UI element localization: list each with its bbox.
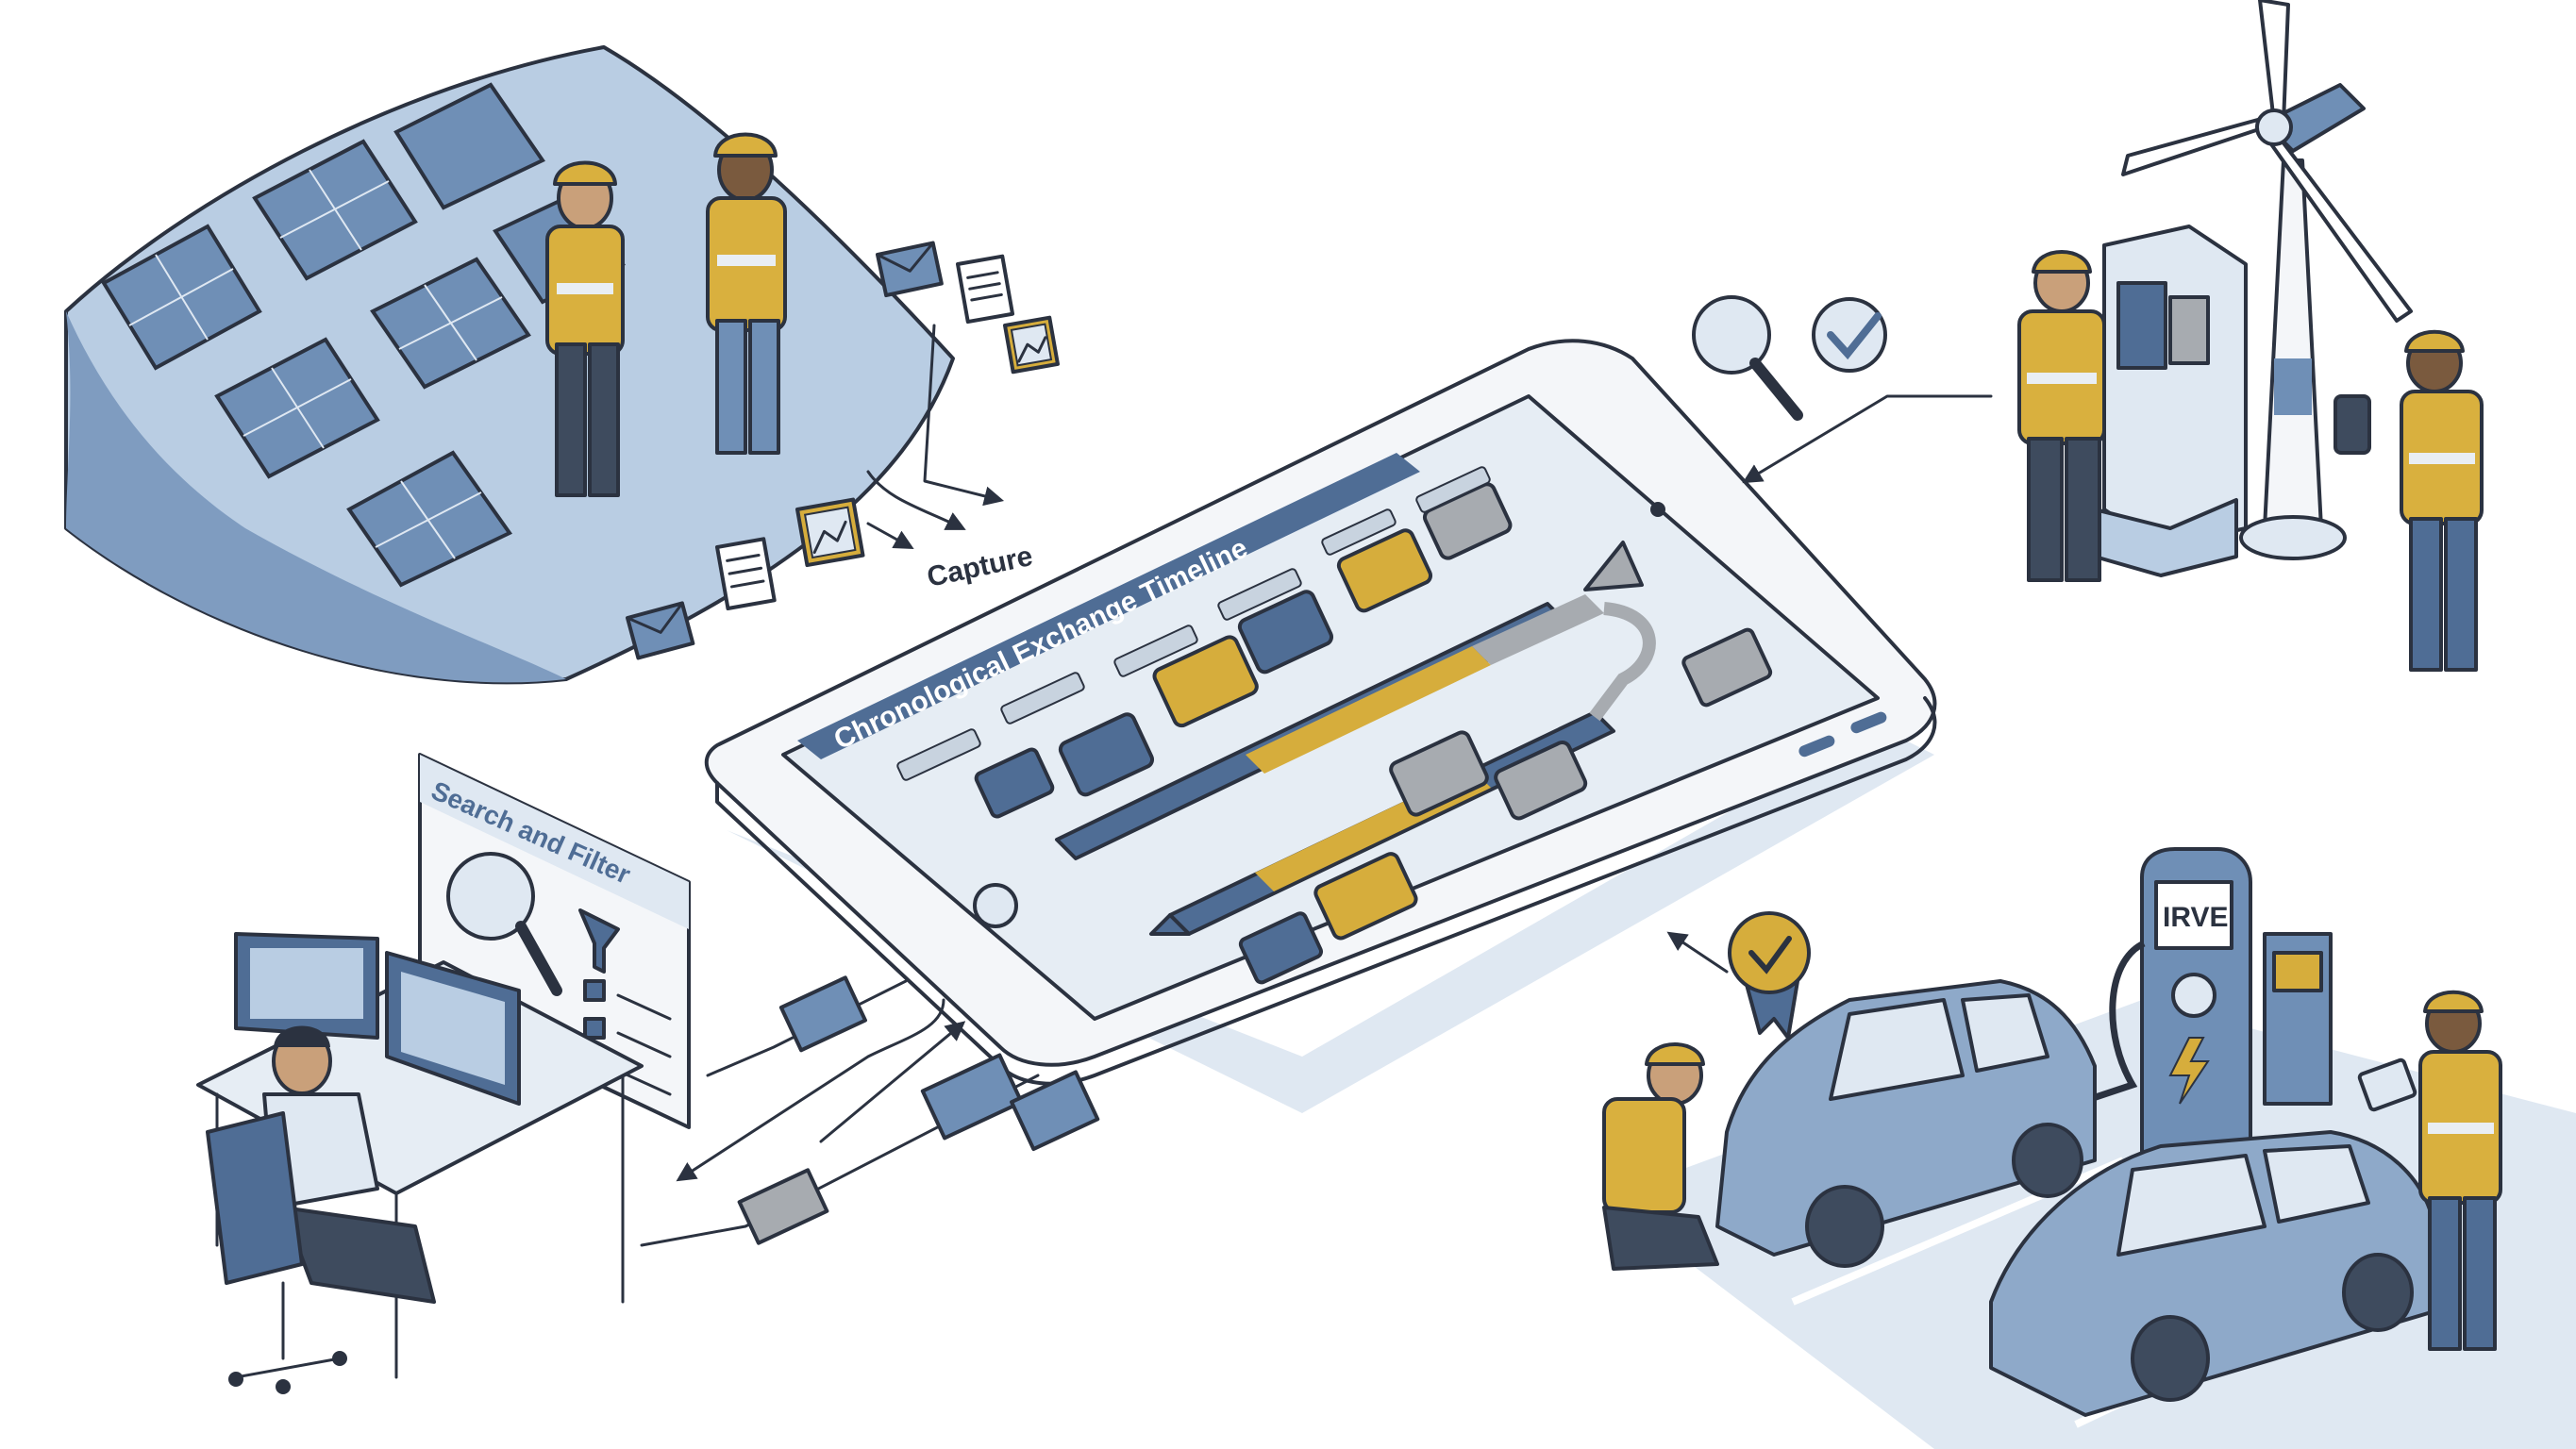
capture-arrows — [866, 324, 1005, 550]
timeline-title-bar — [797, 453, 1420, 759]
funnel-icon — [578, 908, 620, 974]
charging-station-irve: IRVE — [2074, 847, 2252, 1162]
search-flow — [640, 975, 1100, 1247]
tablet-side-button-2[interactable] — [1849, 710, 1889, 735]
certification-arrow — [1666, 931, 1729, 974]
timeline-pills — [896, 466, 1491, 781]
charging-cabinet — [2093, 225, 2248, 577]
document-card[interactable] — [1010, 1070, 1100, 1152]
lightning-icon — [2168, 1037, 2210, 1105]
capture-icons — [626, 241, 1060, 660]
inspection-arrow — [1742, 394, 1993, 484]
tablet-side-button[interactable] — [1798, 734, 1837, 758]
timeline-loop-arrow — [1589, 602, 1656, 722]
solar-worker-right — [706, 132, 787, 455]
ev-charging-scene: IRVE — [1602, 847, 2576, 1449]
search-filter-header — [420, 755, 689, 929]
solar-worker-left — [545, 160, 625, 497]
event-card[interactable] — [1237, 590, 1334, 675]
electric-car-right — [1989, 1130, 2436, 1417]
wind-turbine — [2121, 0, 2413, 560]
charger-brand-label: IRVE — [2163, 902, 2228, 933]
timeline-track-upper — [1055, 541, 1644, 860]
event-card[interactable] — [1494, 740, 1588, 821]
tablet-home-button[interactable] — [973, 883, 1018, 928]
event-card[interactable] — [1389, 730, 1490, 817]
event-card[interactable] — [1238, 911, 1324, 985]
event-card[interactable] — [1336, 528, 1433, 613]
envelope-icon — [876, 241, 944, 298]
document-card[interactable] — [920, 1053, 1024, 1141]
event-card[interactable] — [1313, 852, 1418, 941]
turbine-worker-left — [2017, 250, 2106, 582]
magnifier-icon-inspection — [1692, 295, 1803, 421]
tablet-camera — [1650, 502, 1665, 517]
event-card[interactable] — [1681, 627, 1773, 708]
capture-label: Capture — [925, 541, 1036, 593]
checkmark-icon — [1812, 297, 1887, 373]
charging-station-secondary — [2263, 932, 2333, 1106]
solar-panel-grid — [128, 169, 503, 559]
envelope-card[interactable] — [778, 975, 868, 1053]
envelope-icon-lower — [626, 601, 695, 660]
document-icon — [956, 254, 1015, 325]
monitors — [234, 932, 521, 1106]
event-card[interactable] — [1058, 712, 1155, 797]
search-filter-scene: Search and Filter — [196, 753, 691, 1394]
ev-worker-crouching — [1602, 1042, 1719, 1271]
timeline-events — [974, 482, 1773, 985]
event-card[interactable] — [1152, 635, 1260, 728]
ev-worker-standing — [2357, 990, 2502, 1351]
turbine-worker-right — [2333, 329, 2484, 672]
office-chair — [206, 1111, 347, 1394]
solar-hill-shadow — [66, 311, 566, 683]
document-card[interactable] — [737, 1168, 829, 1245]
certificate-badge-icon — [1728, 911, 1811, 1040]
solar-farm-scene — [64, 45, 955, 685]
event-card[interactable] — [974, 747, 1055, 819]
tablet-device: Chronological Exchange Timeline — [704, 339, 1937, 1113]
document-icon-lower — [715, 537, 777, 610]
image-icon-lower — [795, 497, 865, 568]
magnifier-icon — [446, 852, 562, 996]
turbine-scene — [1692, 0, 2484, 672]
electric-car-left — [1715, 979, 2097, 1268]
image-icon — [1003, 315, 1060, 375]
